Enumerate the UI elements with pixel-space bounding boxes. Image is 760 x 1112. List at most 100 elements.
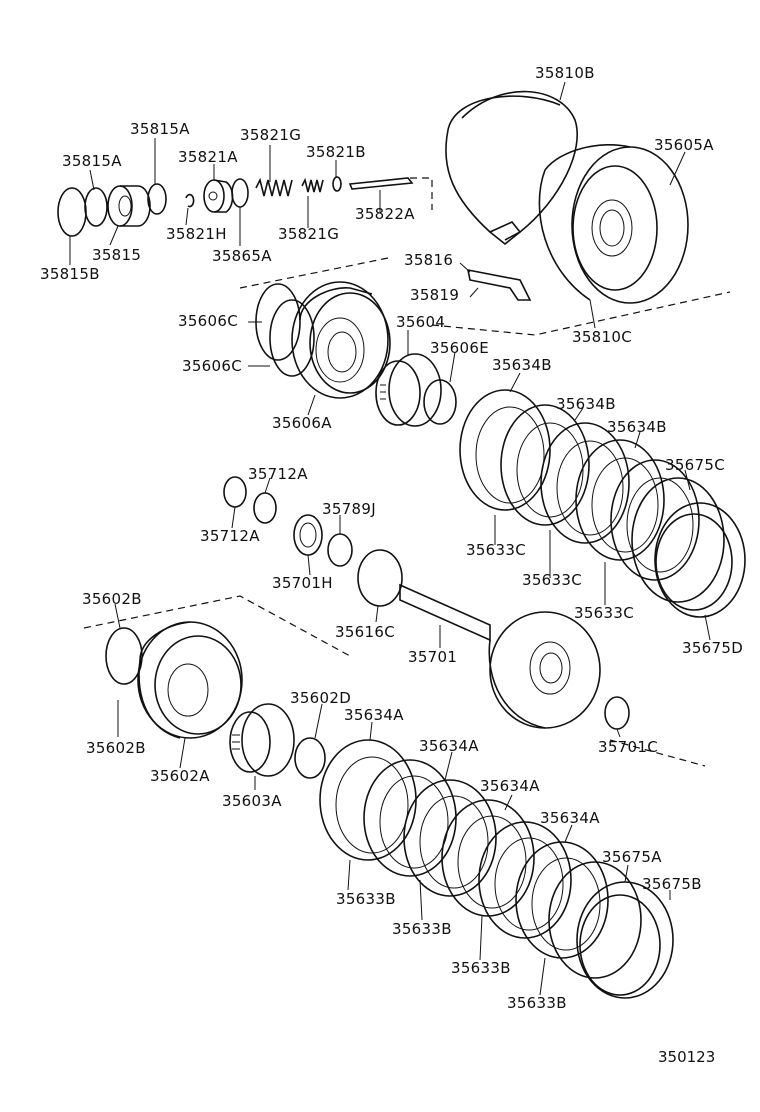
label-35675C: 35675C: [665, 456, 725, 474]
label-35819: 35819: [410, 286, 459, 304]
label-35633C-1: 35633C: [466, 541, 526, 559]
label-35603A: 35603A: [222, 792, 282, 810]
label-35604: 35604: [396, 313, 445, 331]
label-35634B-2: 35634B: [556, 395, 616, 413]
snap-ring-35815B: [57, 187, 87, 237]
label-35701: 35701: [408, 648, 457, 666]
label-35634A-3: 35634A: [480, 777, 540, 795]
one-way-clutch-35604: [375, 353, 442, 427]
label-35701H: 35701H: [272, 574, 333, 592]
race-35712A-2: [253, 492, 277, 524]
label-35602B-b: 35602B: [86, 739, 146, 757]
spring-35821G-1: [255, 177, 293, 197]
snap-ring-35606E: [423, 379, 457, 425]
label-35821B: 35821B: [306, 143, 366, 161]
label-35810C: 35810C: [572, 328, 632, 346]
label-35606A: 35606A: [272, 414, 332, 432]
label-35815A: 35815A: [62, 152, 122, 170]
label-35602A: 35602A: [150, 767, 210, 785]
label-35816: 35816: [404, 251, 453, 269]
label-35633B-1: 35633B: [336, 890, 396, 908]
label-35712A-a: 35712A: [248, 465, 308, 483]
label-35634A-1: 35634A: [344, 706, 404, 724]
label-35633B-3: 35633B: [451, 959, 511, 977]
leader-lines: [69, 81, 711, 996]
servo-cover-35815: [107, 185, 151, 227]
drum-35605A: [538, 143, 689, 304]
clutch-pack-upper: [459, 389, 746, 618]
disc-35633B-2: [441, 799, 535, 917]
label-35675D: 35675D: [682, 639, 743, 657]
gear-35616C: [357, 549, 403, 607]
label-35602B-a: 35602B: [82, 590, 142, 608]
diagram-id: 350123: [658, 1048, 715, 1066]
flange-35675C: [654, 502, 746, 618]
anchor-strut-35816: [466, 268, 532, 301]
plate-35634A-3: [478, 821, 572, 939]
label-35602D: 35602D: [290, 689, 351, 707]
e-clip-35821H: [185, 193, 195, 208]
align-line-lower-left: [83, 595, 351, 657]
one-way-clutch-35603A: [229, 703, 295, 777]
label-35634A-2: 35634A: [419, 737, 479, 755]
label-35634B-3: 35634B: [607, 418, 667, 436]
spring-35821G-2: [301, 177, 324, 193]
o-ring-35815A: [84, 187, 108, 227]
servo-rod-35822A: [348, 177, 414, 190]
label-35821H: 35821H: [166, 225, 227, 243]
label-35605A: 35605A: [654, 136, 714, 154]
label-35606C-a: 35606C: [178, 312, 238, 330]
plate-35634B-2: [540, 422, 630, 544]
label-35865A: 35865A: [212, 247, 272, 265]
label-35821G: 35821G: [278, 225, 339, 243]
part-labels: 35810B 35605A 35815A 35815A 35821G 35821…: [40, 64, 743, 1066]
washer-35701C: [604, 696, 630, 730]
label-35712A-b: 35712A: [200, 527, 260, 545]
disc-35633C-2: [575, 439, 665, 561]
snap-ring-35602D: [294, 737, 326, 779]
output-shaft-35701: [357, 549, 601, 729]
align-line-upper-left: [239, 257, 389, 289]
label-35815A-top: 35815A: [130, 120, 190, 138]
plate-35634A-2: [403, 779, 497, 897]
snap-ring-35675D: [655, 513, 733, 611]
race-35712A-1: [223, 476, 247, 508]
o-ring-35606C-2: [269, 299, 315, 377]
disc-35633B-3: [515, 841, 609, 959]
washer-35789J: [327, 533, 353, 567]
disc-35633C-1: [500, 404, 590, 526]
label-35822A: 35822A: [355, 205, 415, 223]
label-35634B-1: 35634B: [492, 356, 552, 374]
label-35701C: 35701C: [598, 738, 658, 756]
label-35815B: 35815B: [40, 265, 100, 283]
label-35821G-top: 35821G: [240, 126, 301, 144]
disc-35633C-3: [631, 477, 725, 603]
o-ring-35602B-1: [105, 627, 143, 685]
label-35789J: 35789J: [322, 500, 376, 518]
label-35633C-2: 35633C: [522, 571, 582, 589]
thrust-bearing-35701H: [293, 514, 323, 556]
o-ring-35815A-2: [147, 183, 167, 215]
label-35606C-b: 35606C: [182, 357, 242, 375]
label-35633C-3: 35633C: [574, 604, 634, 622]
brake-band-35810B: [445, 90, 578, 246]
label-35606E: 35606E: [430, 339, 489, 357]
snap-ring-35675B: [579, 894, 661, 996]
label-35815: 35815: [92, 246, 141, 264]
label-35821A: 35821A: [178, 148, 238, 166]
label-35633B-4: 35633B: [507, 994, 567, 1012]
align-line-lower-right: [609, 739, 706, 767]
label-35675A: 35675A: [602, 848, 662, 866]
plate-35634B-3: [610, 459, 700, 581]
label-35633B-2: 35633B: [392, 920, 452, 938]
servo-piston-35821A: [203, 179, 234, 213]
label-35675B: 35675B: [642, 875, 702, 893]
label-35616C: 35616C: [335, 623, 395, 641]
o-ring-35865A: [231, 178, 249, 208]
label-35810B: 35810B: [535, 64, 595, 82]
label-35634A-4: 35634A: [540, 809, 600, 827]
plate-35634B-1: [459, 389, 551, 511]
clutch-drum-35602A: [105, 621, 243, 739]
